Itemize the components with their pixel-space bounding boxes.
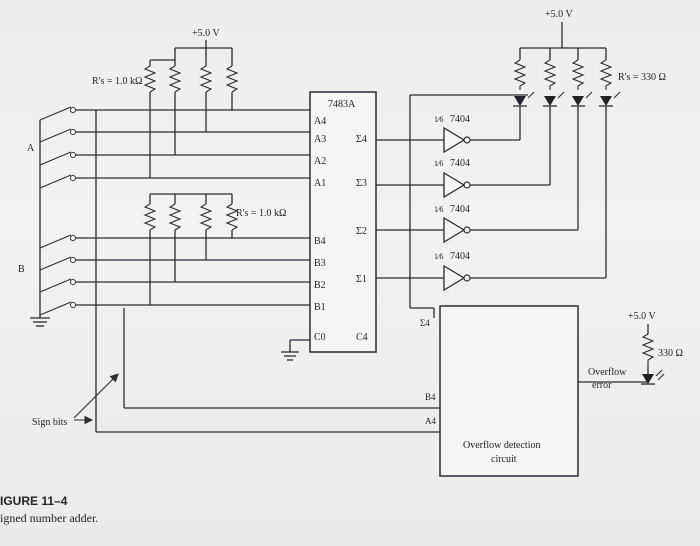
a-switches[interactable]: [39, 106, 76, 189]
overflow-block-title: Overflow detection: [463, 440, 540, 451]
overflow-label-line1: Overflow: [588, 367, 627, 378]
inverter-2-part: 7404: [450, 158, 470, 169]
overflow-block-subtitle: circuit: [491, 454, 517, 465]
b-input-lines: [75, 237, 310, 306]
overflow-detection-block: [439, 305, 579, 477]
led-supply-rail: [519, 22, 607, 60]
inverter-2: 1⁄6: [434, 159, 471, 199]
pin-sum3: Σ3: [356, 178, 367, 189]
a-resistor-label: R's = 1.0 kΩ: [92, 76, 142, 87]
a-resistors: [143, 65, 239, 93]
c0-ground: [281, 339, 310, 361]
top-right-supply-label: +5.0 V: [545, 9, 573, 20]
overflow-resistor-label: 330 Ω: [658, 348, 683, 359]
output-leds: [513, 91, 621, 112]
pin-b3: B3: [314, 258, 326, 269]
a-supply-rail: [149, 40, 233, 66]
svg-text:1⁄6: 1⁄6: [434, 115, 443, 124]
adder-7483a-chip: [309, 91, 377, 353]
right-supply-label: +5.0 V: [628, 311, 656, 322]
b-resistor-label: R's = 1.0 kΩ: [236, 208, 286, 219]
pin-sum2: Σ2: [356, 226, 367, 237]
pin-b2: B2: [314, 280, 326, 291]
pin-a1: A1: [314, 178, 326, 189]
b-supply-rail: [149, 193, 233, 204]
b-input-label: B: [18, 264, 25, 275]
overflow-sum4-pin: Σ4: [420, 318, 430, 328]
b-resistors: [143, 203, 239, 231]
left-ground: [30, 317, 50, 327]
overflow-b4-pin: B4: [425, 392, 436, 402]
b-switches[interactable]: [39, 234, 76, 316]
inverter-3: 1⁄6: [434, 205, 471, 244]
inverter-1-part: 7404: [450, 114, 470, 125]
overflow-error-led: [641, 366, 665, 385]
pin-a3: A3: [314, 134, 326, 145]
left-supply-label: +5.0 V: [192, 28, 220, 39]
a-input-lines: [75, 109, 310, 179]
sign-bits-label: Sign bits: [32, 417, 67, 428]
svg-text:1⁄6: 1⁄6: [434, 252, 443, 261]
inverter-3-part: 7404: [450, 204, 470, 215]
overflow-a4-pin: A4: [425, 416, 436, 426]
figure-title: igned number adder.: [0, 511, 99, 525]
adder-part-label: 7483A: [328, 99, 356, 110]
inverter-4-part: 7404: [450, 251, 470, 262]
pin-c0: C0: [314, 332, 326, 343]
pin-sum4: Σ4: [356, 134, 367, 145]
pin-sum1: Σ1: [356, 274, 367, 285]
a-input-label: A: [27, 143, 35, 154]
inverter-4: 1⁄6: [434, 252, 471, 292]
pin-b4: B4: [314, 236, 326, 247]
pin-a4: A4: [314, 116, 326, 127]
overflow-resistor: [641, 333, 655, 366]
overflow-label-line2: error: [592, 380, 612, 391]
svg-text:1⁄6: 1⁄6: [434, 205, 443, 214]
svg-text:1⁄6: 1⁄6: [434, 159, 443, 168]
figure-number: IGURE 11–4: [0, 494, 68, 508]
pin-b1: B1: [314, 302, 326, 313]
pin-a2: A2: [314, 156, 326, 167]
led-resistor-label: R's = 330 Ω: [618, 72, 666, 83]
led-resistors: [513, 59, 613, 90]
inverter-1: 1⁄6: [434, 115, 471, 154]
pin-c4: C4: [356, 332, 368, 343]
